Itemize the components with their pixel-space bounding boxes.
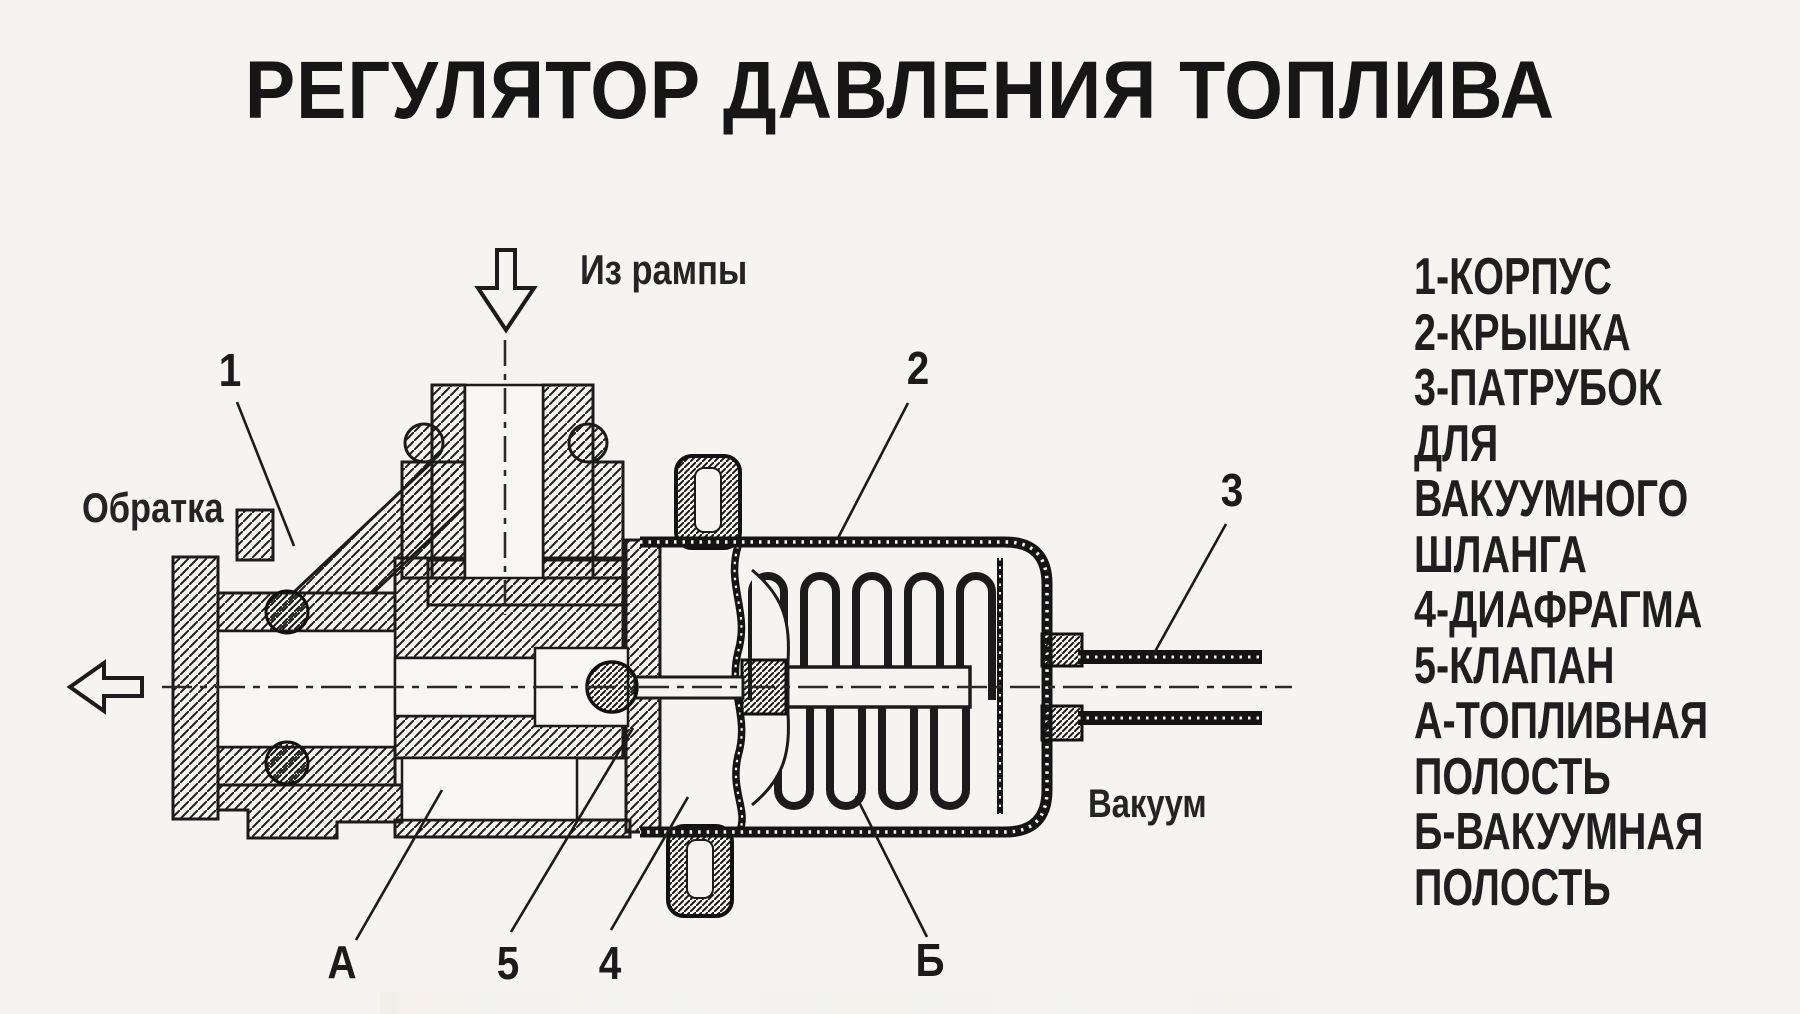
callout-A: А <box>327 935 357 988</box>
pipe-boss-upper <box>1040 632 1084 668</box>
o-rings <box>264 589 310 786</box>
legend: 1-КОРПУС 2-КРЫШКА 3-ПАТРУБОК ДЛЯ ВАКУУМН… <box>1414 248 1709 917</box>
return-line-label: Обратка <box>82 484 224 531</box>
flow-arrows <box>66 248 538 715</box>
legend-line-toplivnaya: А-ТОПЛИВНАЯ <box>1414 692 1709 750</box>
inlet-right-wall <box>541 383 595 580</box>
inlet-right-ear <box>567 422 609 464</box>
outlet-bore <box>216 629 397 749</box>
mounting-tabs <box>666 454 742 918</box>
left-arrow-icon <box>66 659 144 715</box>
callout-1: 1 <box>218 343 242 396</box>
body-lower-left-mass <box>216 783 404 840</box>
legend-line-polost-a: ПОЛОСТЬ <box>1414 747 1611 806</box>
callout-4: 4 <box>598 936 622 989</box>
legend-line-klapan: 5-КЛАПАН <box>1414 636 1615 695</box>
legend-line-dlya: ДЛЯ <box>1414 414 1499 473</box>
cover-bead-texture <box>640 540 1049 834</box>
from-rail-label: Из рампы <box>580 246 748 293</box>
leader-A <box>354 789 444 941</box>
legend-line-kryshka: 2-КРЫШКА <box>1414 303 1631 362</box>
legend-line-vakuumnaya: Б-ВАКУУМНАЯ <box>1414 803 1704 861</box>
vacuum-pipe <box>1040 632 1262 742</box>
leader-5 <box>509 727 635 933</box>
inlet-fitting <box>400 383 626 607</box>
fuel-cavity-A <box>400 756 579 822</box>
bottom-tab-slot <box>686 839 714 899</box>
o-ring-upper <box>264 589 310 635</box>
down-arrow-icon <box>474 248 538 334</box>
callout-leader-lines <box>235 401 1228 941</box>
page-title: РЕГУЛЯТОР ДАВЛЕНИЯ ТОПЛИВА <box>244 45 1556 136</box>
diaphragm-membrane <box>730 544 746 832</box>
callout-5: 5 <box>496 936 520 989</box>
legend-line-vakuumnogo: ВАКУУМНОГО <box>1414 470 1689 528</box>
body-bottom-wall <box>393 818 632 839</box>
return-spring <box>748 572 996 810</box>
leader-2 <box>836 402 910 539</box>
legend-line-patrubok: 3-ПАТРУБОК <box>1414 359 1662 417</box>
centerlines <box>162 340 1292 689</box>
pipe-boss-lower <box>1040 704 1084 742</box>
leader-4 <box>609 796 690 931</box>
vacuum-label: Вакуум <box>1088 782 1207 826</box>
callout-3: 3 <box>1220 463 1244 516</box>
leader-1 <box>235 401 296 547</box>
jpeg-artifact-band <box>380 992 1280 1014</box>
o-ring-lower <box>264 740 310 786</box>
legend-line-korpus: 1-КОРПУС <box>1414 248 1612 306</box>
top-tab-slot <box>694 467 722 533</box>
callout-B: Б <box>915 933 945 986</box>
inlet-left-wall <box>430 383 467 580</box>
leader-3 <box>1150 523 1228 658</box>
leader-B <box>854 795 929 938</box>
legend-line-polost-b: ПОЛОСТЬ <box>1414 858 1611 917</box>
legend-line-diafragma: 4-ДИАФРАГМА <box>1414 581 1703 639</box>
callout-2: 2 <box>906 341 930 394</box>
body-cap-step <box>235 508 275 562</box>
legend-line-shlanga: ШЛАНГА <box>1414 525 1587 584</box>
inlet-left-ear <box>403 422 445 464</box>
